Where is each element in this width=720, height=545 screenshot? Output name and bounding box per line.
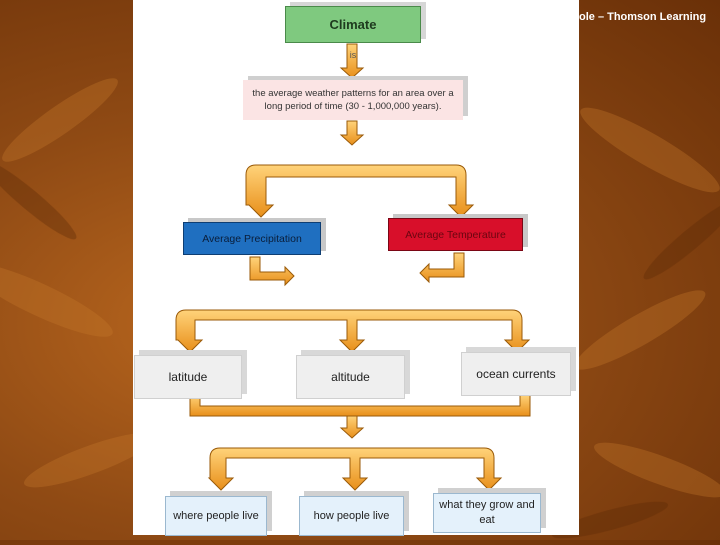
- climate-box: Climate: [285, 6, 421, 43]
- what-they-grow-and-eat-box: what they grow and eat: [433, 493, 541, 533]
- altitude-box: altitude: [296, 355, 405, 399]
- ocean-currents-box: ocean currents: [461, 352, 571, 396]
- publisher-credit: ole – Thomson Learning: [579, 11, 707, 23]
- arrow-temperature-down: [419, 252, 465, 284]
- arrow-split-effects: [207, 447, 503, 491]
- where-people-live-box: where people live: [165, 496, 267, 536]
- average-precipitation-box: Average Precipitation: [183, 222, 321, 255]
- arrow-split-factors: [175, 309, 531, 353]
- latitude-box: latitude: [134, 355, 242, 399]
- definition-box: the average weather patterns for an area…: [243, 80, 463, 120]
- arrow-merge-down: [339, 415, 365, 439]
- arrow-climate-to-definition: [339, 43, 365, 79]
- arrow-split-measures: [245, 164, 475, 218]
- average-temperature-box: Average Temperature: [388, 218, 523, 251]
- arrow-precipitation-down: [249, 256, 295, 287]
- connector-label: is: [349, 50, 357, 60]
- how-people-live-box: how people live: [299, 496, 404, 536]
- arrow-definition-down: [339, 120, 365, 146]
